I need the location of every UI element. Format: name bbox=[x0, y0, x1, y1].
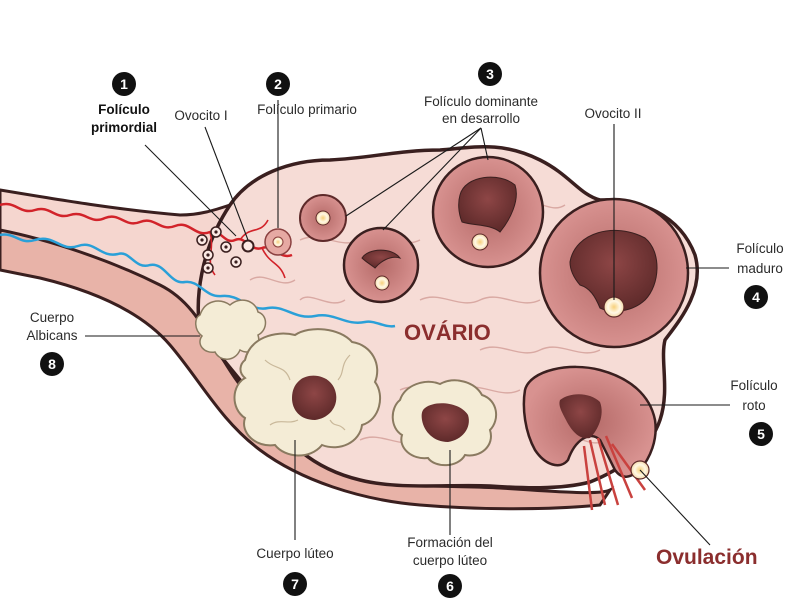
vein-vessel bbox=[0, 233, 396, 328]
label-ovocito-i: Ovocito I bbox=[174, 108, 227, 123]
svg-text:maduro: maduro bbox=[737, 261, 783, 276]
label-5: Folículo roto 5 bbox=[730, 378, 778, 446]
svg-text:3: 3 bbox=[486, 66, 494, 82]
svg-text:Albicans: Albicans bbox=[26, 328, 77, 343]
svg-text:4: 4 bbox=[752, 289, 760, 305]
label-4: Folículo maduro 4 bbox=[736, 241, 784, 309]
svg-text:Folículo: Folículo bbox=[736, 241, 783, 256]
svg-text:Folículo dominante: Folículo dominante bbox=[424, 94, 538, 109]
svg-text:7: 7 bbox=[291, 576, 299, 592]
leader-lines bbox=[85, 100, 730, 546]
developing-follicle-small bbox=[342, 226, 420, 304]
label-1: 1 Folículo primordial bbox=[91, 72, 157, 135]
svg-text:Folículo primario: Folículo primario bbox=[257, 102, 357, 117]
svg-text:1: 1 bbox=[120, 76, 128, 92]
label-3: 3 Folículo dominante en desarrollo bbox=[424, 62, 538, 126]
svg-text:6: 6 bbox=[446, 578, 454, 594]
svg-text:en desarrollo: en desarrollo bbox=[442, 111, 520, 126]
svg-text:Folículo: Folículo bbox=[730, 378, 777, 393]
ovulation-spray bbox=[582, 435, 647, 511]
svg-text:Ovocito II: Ovocito II bbox=[584, 106, 641, 121]
svg-text:Cuerpo: Cuerpo bbox=[30, 310, 74, 325]
oocyte-i bbox=[241, 239, 255, 253]
svg-text:Ovocito I: Ovocito I bbox=[174, 108, 227, 123]
label-7: Cuerpo lúteo 7 bbox=[256, 546, 334, 596]
label-ovocito-ii: Ovocito II bbox=[584, 106, 641, 121]
ovulation-label: Ovulación bbox=[656, 546, 758, 569]
svg-text:Formación del: Formación del bbox=[407, 535, 493, 550]
label-8: Cuerpo Albicans 8 bbox=[26, 310, 78, 376]
svg-text:cuerpo lúteo: cuerpo lúteo bbox=[413, 553, 487, 568]
ovary-label: OVÁRIO bbox=[404, 320, 491, 345]
svg-text:roto: roto bbox=[742, 398, 765, 413]
svg-text:primordial: primordial bbox=[91, 120, 157, 135]
label-2: 2 Folículo primario bbox=[257, 72, 357, 117]
svg-text:Folículo: Folículo bbox=[98, 102, 150, 117]
label-6: Formación del cuerpo lúteo 6 bbox=[407, 535, 493, 598]
svg-text:2: 2 bbox=[274, 76, 282, 92]
primordial-follicles bbox=[196, 226, 242, 274]
svg-text:Cuerpo lúteo: Cuerpo lúteo bbox=[256, 546, 333, 561]
svg-text:5: 5 bbox=[757, 426, 765, 442]
svg-text:8: 8 bbox=[48, 356, 56, 372]
